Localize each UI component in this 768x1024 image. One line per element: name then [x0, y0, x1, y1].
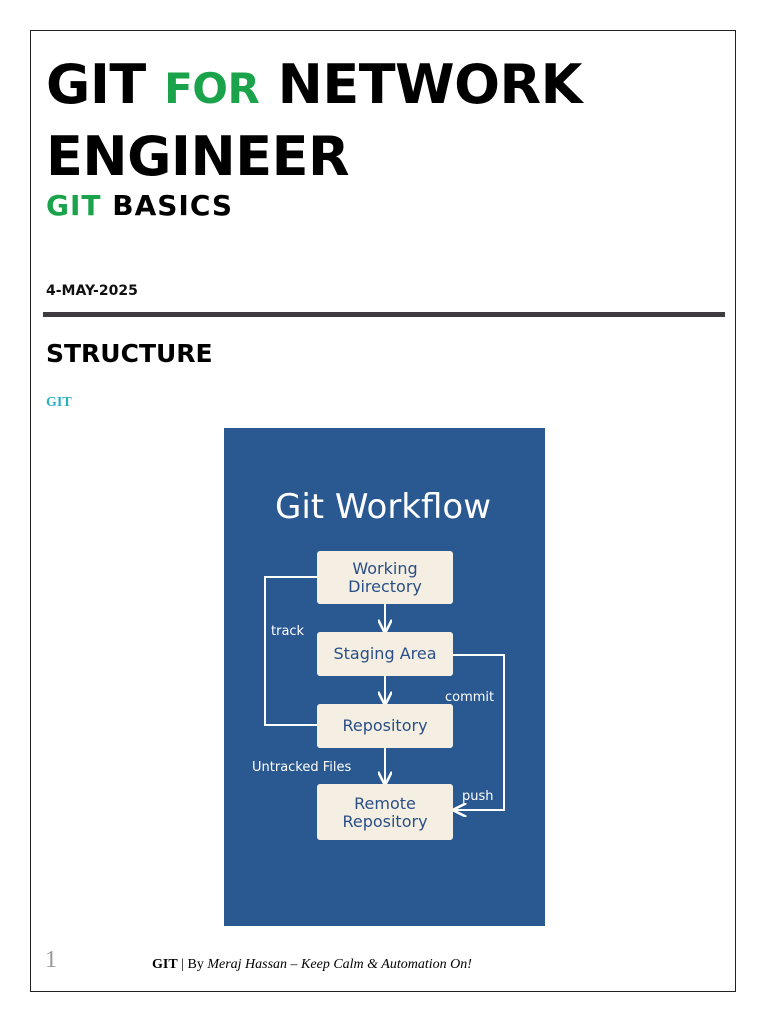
horizontal-divider [43, 312, 725, 317]
footer-author-tagline: Meraj Hassan – Keep Calm & Automation On… [207, 957, 472, 972]
edge-label-untracked: Untracked Files [252, 760, 352, 775]
title-git: GIT [46, 53, 146, 116]
label-directory: Directory [348, 577, 422, 596]
title-for: FOR [164, 64, 260, 113]
section-sub-label: GIT [46, 395, 72, 410]
title-engineer: ENGINEER [46, 125, 350, 188]
document-page: GIT FOR NETWORK ENGINEER GIT BASICS 4-MA… [30, 30, 736, 992]
edge-label-push: push [462, 789, 494, 804]
label-staging-area: Staging Area [333, 644, 436, 663]
footer-doc-name: GIT [152, 957, 178, 972]
figure-title: Git Workflow [275, 487, 491, 527]
label-remote-repository: Repository [342, 812, 427, 831]
node-repository [317, 704, 453, 748]
page-footer: GIT | By Meraj Hassan – Keep Calm & Auto… [152, 957, 472, 973]
document-title: GIT FOR NETWORK ENGINEER [46, 51, 582, 191]
node-working-directory [317, 551, 453, 604]
label-repository: Repository [342, 716, 427, 735]
git-workflow-figure: Git Workflow Working Directory Staging A… [224, 428, 545, 926]
subtitle-basics: BASICS [112, 189, 234, 222]
edge-label-commit: commit [445, 690, 494, 705]
page-number: 1 [45, 947, 57, 973]
title-network: NETWORK [277, 53, 583, 116]
footer-separator: | By [177, 957, 208, 972]
document-date: 4-MAY-2025 [46, 283, 138, 299]
edge-label-track: track [271, 624, 305, 639]
track-loop-line [264, 576, 317, 726]
node-labels: Working Directory Staging Area Repositor… [333, 559, 436, 831]
commit-push-line [453, 654, 505, 810]
edge-labels: track commit Untracked Files push [252, 624, 494, 804]
document-subtitle: GIT BASICS [46, 189, 233, 222]
section-heading: STRUCTURE [46, 339, 213, 368]
label-remote: Remote [354, 794, 416, 813]
label-working: Working [352, 559, 417, 578]
node-remote-repository [317, 784, 453, 840]
subtitle-git: GIT [46, 189, 102, 222]
workflow-connectors [264, 576, 505, 810]
node-staging-area [317, 632, 453, 676]
git-workflow-diagram: Git Workflow Working Directory Staging A… [252, 487, 505, 840]
